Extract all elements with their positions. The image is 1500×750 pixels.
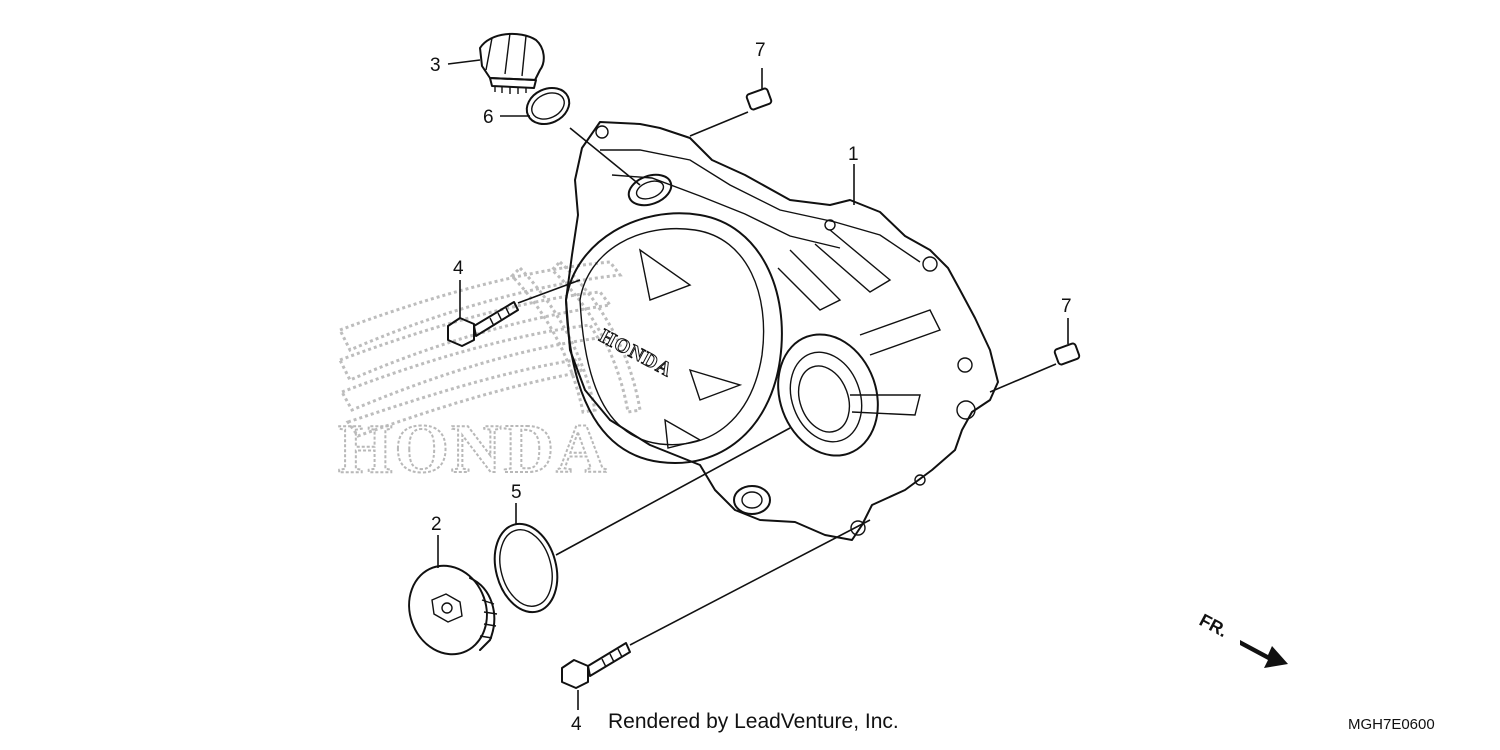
callout-2: 2 [431, 514, 442, 535]
callout-1: 1 [848, 144, 859, 165]
callout-4-lower: 4 [571, 714, 582, 735]
flange-bolt-upper-part[interactable] [447, 301, 519, 347]
dowel-pin-upper-part[interactable] [745, 87, 773, 111]
honda-text-watermark: HONDA [338, 411, 609, 488]
dowel-pin-right-part[interactable] [1053, 342, 1081, 366]
callout-3: 3 [430, 55, 441, 76]
plug-part[interactable] [397, 555, 499, 666]
oil-filler-cap-part[interactable] [479, 32, 545, 94]
diagram-code: MGH7E0600 [1348, 716, 1435, 733]
honda-wing-watermark [337, 259, 642, 438]
callout-5: 5 [511, 482, 522, 503]
leader-lines [437, 59, 1069, 710]
callout-7-right: 7 [1061, 296, 1072, 317]
cover-brand-text: HONDA [596, 325, 676, 382]
large-o-ring-part[interactable] [485, 517, 566, 619]
callout-4-upper: 4 [453, 258, 464, 279]
front-arrow-icon [1240, 640, 1288, 668]
fr-label: FR. [1196, 610, 1231, 641]
callout-7-upper: 7 [755, 40, 766, 61]
crankcase-cover-part[interactable]: HONDA [565, 121, 999, 541]
callout-6: 6 [483, 107, 494, 128]
render-credit: Rendered by LeadVenture, Inc. [608, 710, 899, 733]
front-direction-indicator: FR. [1196, 610, 1288, 668]
flange-bolt-lower-part[interactable] [561, 642, 631, 689]
